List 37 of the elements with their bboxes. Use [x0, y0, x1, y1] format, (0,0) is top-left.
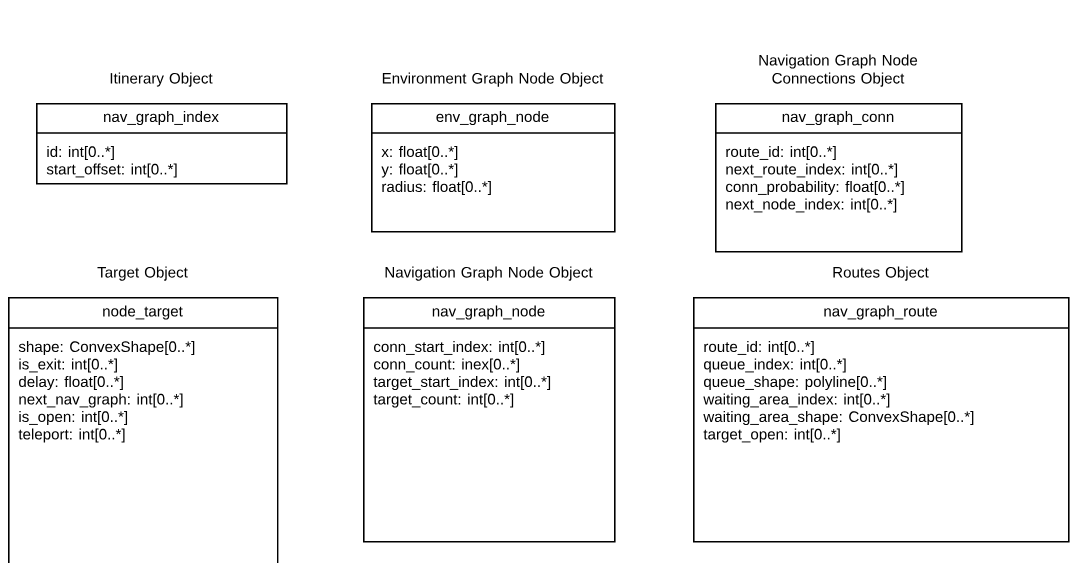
class-name: nav_graph_route	[824, 305, 937, 320]
attribute-text: radius: float[0..*]	[382, 180, 491, 196]
attribute-text: is_open: int[0..*]	[19, 410, 128, 426]
attribute-text: id: int[0..*]	[47, 145, 114, 161]
class-title: Navigation Graph Node Object	[385, 266, 593, 281]
class-title: Target Object	[97, 266, 188, 281]
attribute-text: route_id: int[0..*]	[704, 340, 814, 356]
attribute-text: next_nav_graph: int[0..*]	[19, 393, 183, 408]
class-title: Environment Graph Node Object	[382, 72, 604, 87]
attribute-text: start_offset: int[0..*]	[46, 163, 177, 178]
attribute-text: conn_count: inex[0..*]	[374, 358, 519, 373]
attribute-text: target_open: int[0..*]	[703, 428, 840, 443]
attribute-text: waiting_area_index: int[0..*]	[703, 393, 890, 408]
class-name: nav_graph_index	[104, 110, 219, 126]
class-name: env_graph_node	[436, 110, 549, 126]
attribute-text: conn_start_index: int[0..*]	[374, 340, 545, 356]
attribute-text: x: float[0..*]	[381, 145, 458, 161]
class-name: nav_graph_conn	[782, 110, 894, 126]
class-title: Routes Object	[833, 266, 929, 281]
attribute-text: target_start_index: int[0..*]	[373, 375, 551, 391]
attribute-text: queue_index: int[0..*]	[704, 358, 846, 373]
attribute-text: conn_probability: float[0..*]	[726, 180, 904, 196]
attribute-text: teleport: int[0..*]	[18, 428, 125, 443]
attribute-text: shape: ConvexShape[0..*]	[18, 340, 195, 356]
attribute-text: target_count: int[0..*]	[373, 393, 514, 408]
class-title: Navigation Graph Node Connections Object	[759, 54, 918, 87]
attribute-text: next_route_index: int[0..*]	[726, 163, 898, 178]
attribute-text: waiting_area_shape: ConvexShape[0..*]	[703, 410, 974, 426]
class-title: Itinerary Object	[110, 72, 213, 87]
attribute-text: delay: float[0..*]	[19, 375, 123, 391]
attribute-text: next_node_index: int[0..*]	[726, 198, 897, 213]
attribute-text: is_exit: int[0..*]	[19, 358, 117, 373]
class-name: node_target	[103, 305, 183, 320]
class-name: nav_graph_node	[432, 305, 545, 320]
attribute-text: y: float[0..*]	[381, 163, 458, 178]
attribute-text: route_id: int[0..*]	[726, 145, 836, 161]
attribute-text: queue_shape: polyline[0..*]	[704, 375, 886, 391]
